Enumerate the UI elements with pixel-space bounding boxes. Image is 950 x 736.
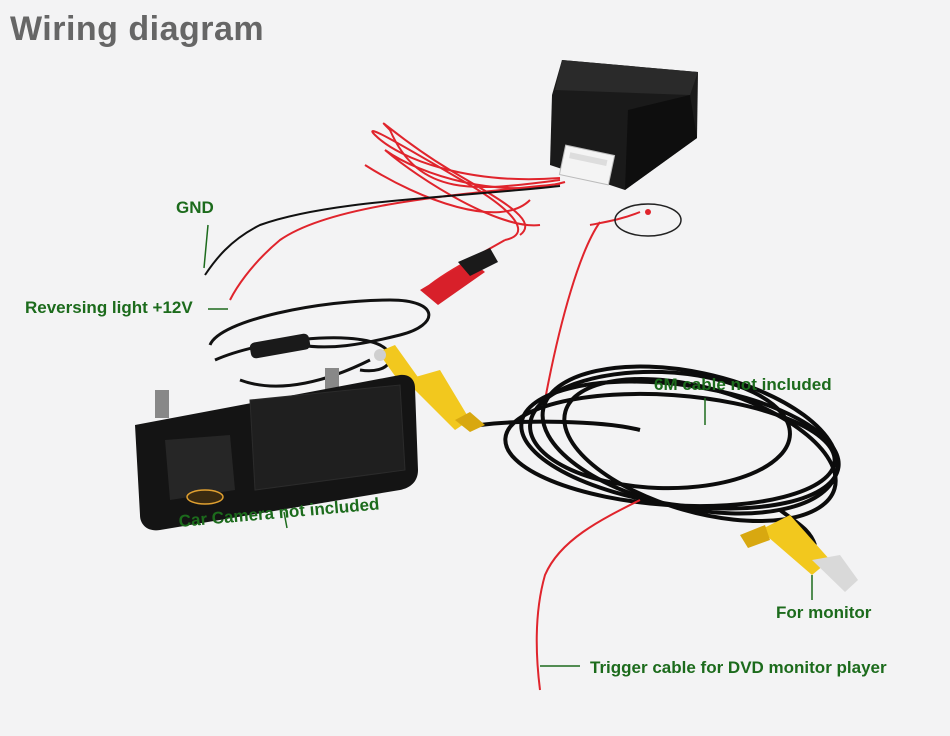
label-gnd: GND — [176, 198, 214, 217]
label-for-monitor: For monitor — [776, 603, 872, 622]
rca-plug-monitor — [740, 515, 858, 592]
label-reversing-light: Reversing light +12V — [25, 298, 193, 317]
label-trigger-cable: Trigger cable for DVD monitor player — [590, 658, 887, 677]
diagram-title: Wiring diagram — [10, 10, 265, 48]
cable-6m-coil — [479, 364, 841, 546]
car-camera-unit — [135, 368, 418, 531]
leader-lines — [203, 224, 813, 667]
control-box — [550, 60, 698, 190]
label-6m-cable: 6M cable not included — [654, 375, 832, 394]
trigger-tip-circle — [614, 203, 682, 237]
trigger-wire — [535, 499, 641, 691]
inline-connector — [249, 333, 311, 359]
power-plug — [420, 248, 498, 305]
black-wire — [204, 185, 561, 276]
